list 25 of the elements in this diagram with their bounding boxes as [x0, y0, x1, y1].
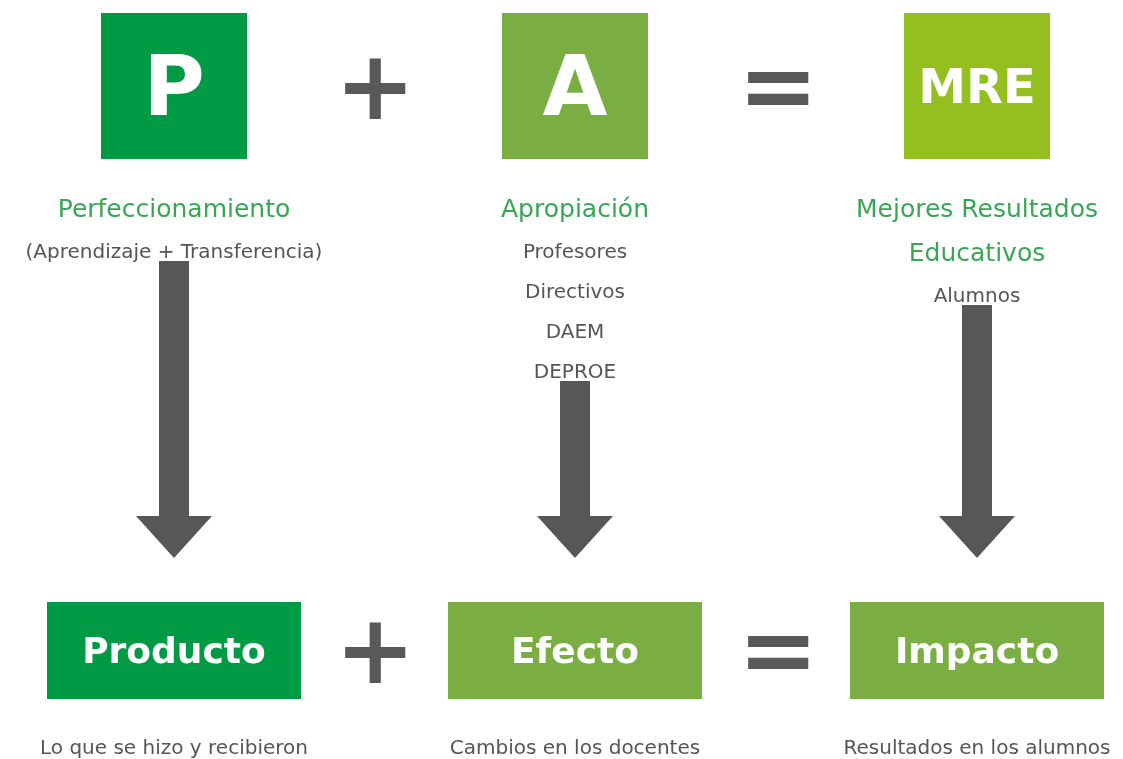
- operator-sign: +: [335, 38, 415, 134]
- node-label: Lo que se hizo y recibieron: [40, 735, 308, 759]
- operator-sign: =: [738, 38, 818, 134]
- result-box: Producto: [47, 602, 301, 699]
- heading: Perfeccionamiento: [56, 193, 292, 225]
- letter-tile: A: [502, 13, 648, 159]
- operator-sign: +: [335, 602, 415, 698]
- item-text: Directivos: [525, 278, 625, 305]
- heading: Apropiación: [500, 193, 650, 225]
- letter-tile: MRE: [904, 13, 1050, 159]
- arrow: [136, 261, 212, 558]
- letter-tile: P: [101, 13, 247, 159]
- item-text: Profesores: [522, 238, 628, 265]
- item-text: DEPROE: [533, 358, 617, 385]
- heading: Mejores Resultados Educativos: [855, 193, 1099, 269]
- result-box: Efecto: [448, 602, 702, 699]
- operator-sign: =: [738, 602, 818, 698]
- item-text: DAEM: [545, 318, 605, 345]
- arrow: [537, 381, 613, 558]
- node-label: Resultados en los alumnos: [843, 735, 1111, 759]
- item-text: Alumnos: [933, 282, 1021, 309]
- result-box: Impacto: [850, 602, 1104, 699]
- arrow: [939, 305, 1015, 558]
- node-label: Cambios en los docentes: [449, 735, 701, 759]
- item-text: (Aprendizaje + Transferencia): [25, 238, 323, 265]
